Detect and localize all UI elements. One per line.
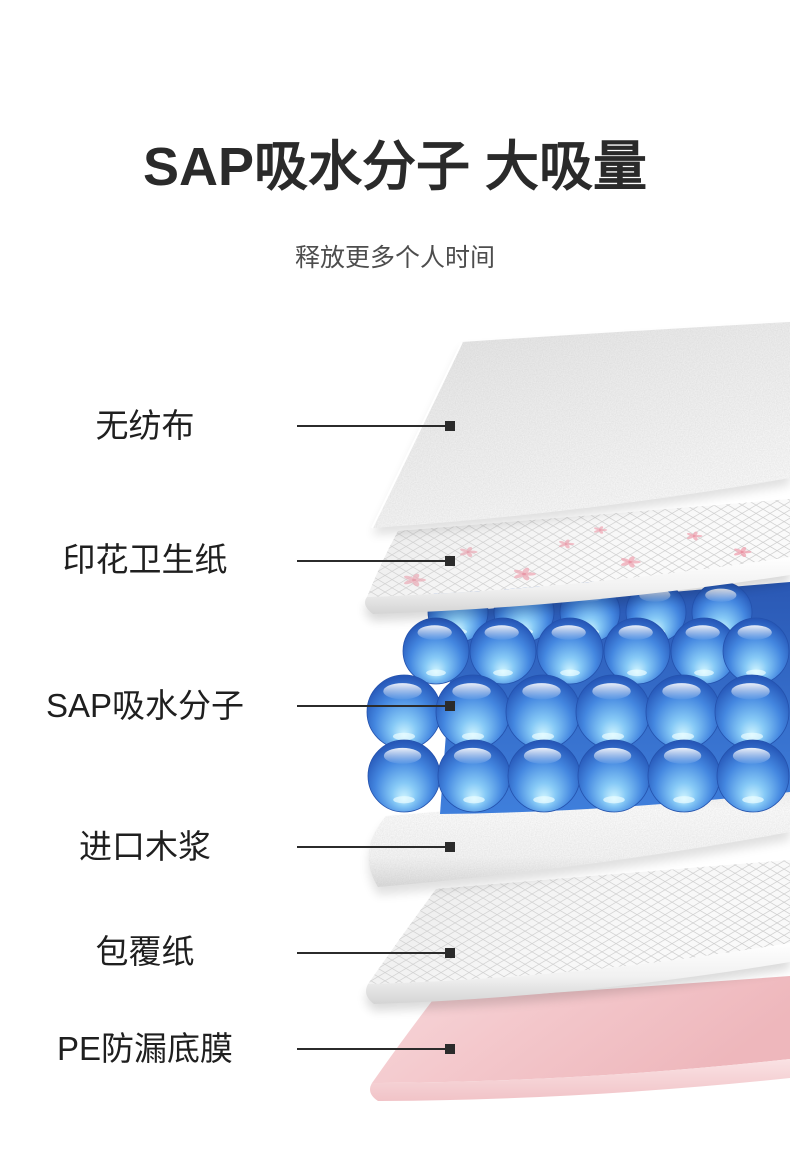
sap-sphere-highlight xyxy=(663,747,702,764)
nonwoven-layer xyxy=(371,322,790,535)
sap-sphere-highlight xyxy=(522,683,561,700)
leader-printed-tissue xyxy=(297,556,455,566)
sap-sphere-highlight xyxy=(484,625,519,640)
sap-sphere-glow xyxy=(627,669,647,677)
sap-sphere xyxy=(722,617,790,685)
sap-sphere-glow xyxy=(393,796,415,804)
leader-marker xyxy=(445,556,455,566)
sap-sphere-glow xyxy=(533,796,555,804)
leader-marker xyxy=(445,701,455,711)
sap-sphere xyxy=(536,617,604,685)
sap-sphere-glow xyxy=(746,669,766,677)
sap-sphere-highlight xyxy=(523,747,562,764)
label-nonwoven: 无纺布 xyxy=(95,407,195,444)
printed-tissue-layer xyxy=(365,499,790,621)
sap-sphere-highlight xyxy=(551,625,586,640)
sap-sphere-highlight xyxy=(731,683,770,700)
leader-wrap-paper xyxy=(297,948,455,958)
sap-sphere-highlight xyxy=(685,625,720,640)
sap-sphere-highlight xyxy=(592,683,631,700)
sap-sphere-glow xyxy=(671,732,695,741)
sap-sphere xyxy=(714,674,790,750)
printed-tissue-edge xyxy=(365,557,790,614)
sap-sphere-glow xyxy=(461,732,485,741)
sap-sphere xyxy=(645,674,721,750)
sap-sphere-highlight xyxy=(417,625,452,640)
label-wrap-paper: 包覆纸 xyxy=(95,933,195,970)
leader-marker xyxy=(445,948,455,958)
label-pe-film: PE防漏底膜 xyxy=(56,1030,234,1067)
leader-marker xyxy=(445,842,455,852)
sap-sphere xyxy=(716,739,790,813)
label-sap: SAP吸水分子 xyxy=(45,687,245,724)
pe-film-edge xyxy=(370,1059,790,1101)
sap-sphere-glow xyxy=(694,669,714,677)
sap-sphere-highlight xyxy=(453,747,492,764)
sap-sphere-glow xyxy=(493,669,513,677)
sap-sphere-glow xyxy=(601,732,625,741)
sap-sphere xyxy=(577,739,651,813)
page-subtitle: 释放更多个人时间 xyxy=(294,244,495,272)
sap-sphere-glow xyxy=(560,669,580,677)
leader-pe-film xyxy=(297,1044,455,1054)
sap-sphere xyxy=(507,739,581,813)
sap-sphere xyxy=(647,739,721,813)
sap-sphere xyxy=(435,674,511,750)
page-title: SAP吸水分子 大吸量 xyxy=(142,137,648,197)
sap-sphere-highlight xyxy=(452,683,491,700)
sap-sphere-glow xyxy=(392,732,416,741)
sap-sphere-glow xyxy=(463,796,485,804)
sap-sphere xyxy=(366,674,442,750)
sap-sphere xyxy=(505,674,581,750)
sap-sphere-glow xyxy=(603,796,625,804)
sap-sphere-highlight xyxy=(618,625,653,640)
sap-sphere-highlight xyxy=(662,683,701,700)
sap-sphere-glow xyxy=(742,796,764,804)
sap-sphere xyxy=(367,739,441,813)
nonwoven-edge-highlight xyxy=(371,341,463,529)
sap-sphere-glow xyxy=(426,669,446,677)
sap-sphere xyxy=(575,674,651,750)
leader-wood-pulp xyxy=(297,842,455,852)
sap-sphere-glow xyxy=(673,796,695,804)
leader-nonwoven xyxy=(297,421,455,431)
nonwoven-sheet xyxy=(372,322,790,528)
label-wood-pulp: 进口木浆 xyxy=(79,828,211,865)
sap-sphere-highlight xyxy=(383,683,422,700)
printed-tissue-shading xyxy=(367,499,790,597)
sap-sphere xyxy=(469,617,537,685)
sap-sphere-highlight xyxy=(732,747,771,764)
sap-sphere-glow xyxy=(740,732,764,741)
label-printed-tissue: 印花卫生纸 xyxy=(62,541,228,578)
sap-sphere xyxy=(402,617,470,685)
sap-sphere-glow xyxy=(531,732,555,741)
sap-sphere xyxy=(603,617,671,685)
wrap-paper-layer xyxy=(366,860,790,1011)
wrap-paper-shading xyxy=(368,860,790,984)
sap-sphere xyxy=(437,739,511,813)
leader-sap xyxy=(297,701,455,711)
wrap-paper-edge xyxy=(366,943,790,1004)
sap-sphere-highlight xyxy=(383,747,422,764)
sap-sphere-highlight xyxy=(737,625,772,640)
leader-marker xyxy=(445,421,455,431)
sap-sphere-highlight xyxy=(593,747,632,764)
leader-marker xyxy=(445,1044,455,1054)
